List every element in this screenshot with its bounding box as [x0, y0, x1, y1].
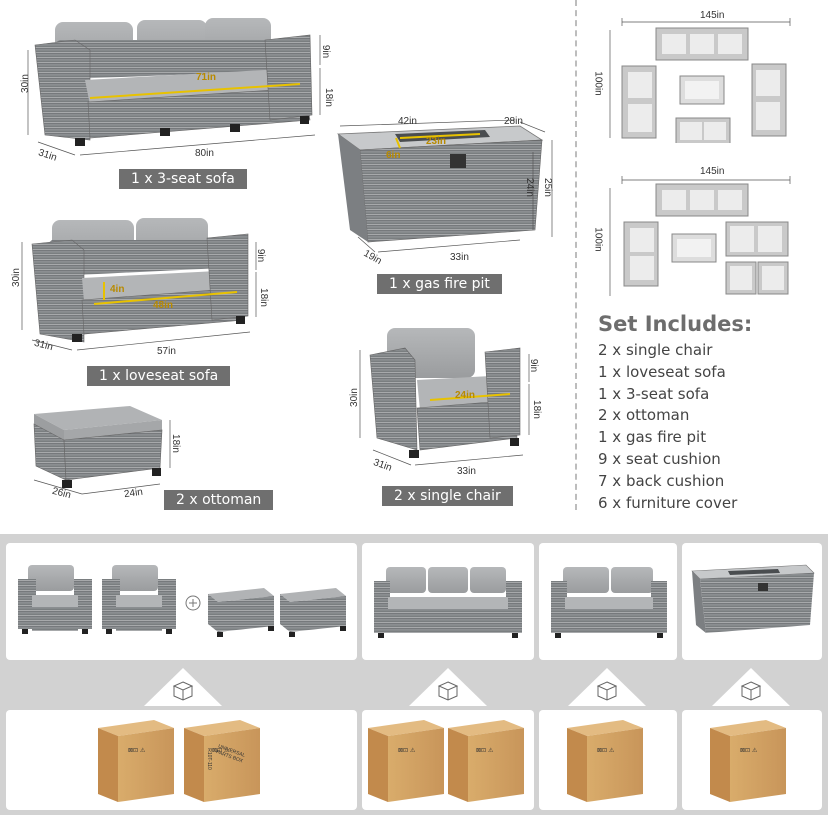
three-seat-sofa-illustration: [27, 18, 321, 156]
single-chair-figure: 30in 31in 33in 24in 9in 18in: [345, 320, 545, 480]
upload-arrow-icon: [562, 666, 652, 710]
fire-pit-body-height-label: 24in: [523, 178, 535, 197]
layout-1-width-label: 145in: [700, 10, 725, 21]
boxes-3-illustration: ⊠⊡ ⚠: [567, 720, 643, 802]
svg-text:⊠⊡ ⚠: ⊠⊡ ⚠: [128, 747, 146, 754]
loveseat-illustration: [21, 218, 257, 351]
upload-arrow-icon: [706, 666, 796, 710]
boxes-1-illustration: ⊠⊡ ⚠ ⊠⊡ ⚠: [98, 720, 260, 802]
set-item: 2 x ottoman: [598, 406, 690, 425]
ottoman-height-label: 18in: [169, 434, 181, 453]
section-divider: [575, 0, 577, 510]
layout-2-height-label: 100in: [592, 227, 604, 252]
loveseat-caption: 1 x loveseat sofa: [87, 366, 231, 386]
ottoman-caption: 2 x ottoman: [164, 490, 274, 510]
chair-arm-height-label: 9in: [528, 358, 540, 373]
set-item: 7 x back cushion: [598, 471, 725, 490]
card-boxes-4: ⊠⊡ ⚠: [682, 710, 822, 810]
upload-arrow-icon: [403, 666, 493, 710]
fire-pit-figure: 42in 28in 23in 6in 24in 25in 33in 19in: [330, 112, 560, 272]
loveseat-height-label: 30in: [10, 268, 22, 287]
layout-diagram-2-svg: [609, 176, 791, 296]
layout-2-width-label: 145in: [700, 166, 725, 177]
loveseat-width-label: 57in: [157, 346, 176, 357]
card-chairs-ottomans: [6, 543, 357, 660]
single-chair-illustration: [359, 328, 530, 466]
fire-pit-width-label: 42in: [398, 116, 417, 127]
svg-text:⊠⊡ ⚠: ⊠⊡ ⚠: [398, 747, 416, 754]
loveseat-cushion-label: 4in: [110, 284, 125, 295]
chair-width-label: 33in: [457, 466, 476, 477]
boxes-4-illustration: ⊠⊡ ⚠: [710, 720, 786, 802]
chairs-ottomans-thumbnail: [18, 565, 346, 637]
sofa-arm-height-label: 9in: [320, 44, 332, 59]
sofa-seat-height-label: 18in: [322, 88, 334, 107]
sofa-width-label: 80in: [195, 148, 214, 159]
loveseat-seat-width-label: 48in: [153, 300, 174, 311]
sofa-seat-width-label: 71in: [196, 72, 217, 83]
loveseat-seat-height-label: 18in: [257, 288, 269, 307]
ottoman-illustration: [33, 406, 171, 495]
svg-text:⊠⊡ ⚠: ⊠⊡ ⚠: [476, 747, 494, 754]
set-item: 2 x single chair: [598, 341, 713, 359]
fire-pit-burner-depth-label: 6in: [386, 150, 401, 161]
svg-text:⊠⊡ ⚠: ⊠⊡ ⚠: [597, 747, 615, 754]
chair-seat-width-label: 24in: [455, 390, 476, 401]
boxes-2-illustration: ⊠⊡ ⚠ ⊠⊡ ⚠: [368, 720, 524, 802]
fire-pit-total-height-label: 25in: [541, 178, 553, 197]
three-seat-sofa-caption: 1 x 3-seat sofa: [119, 169, 247, 189]
card-boxes-2: ⊠⊡ ⚠ ⊠⊡ ⚠: [362, 710, 534, 810]
loveseat-arm-height-label: 9in: [255, 248, 267, 263]
layout-1-height-label: 100in: [592, 71, 604, 96]
fire-pit-illustration: [336, 119, 553, 253]
box-code-label: R10T-110: [205, 748, 212, 770]
layout-diagram-1-svg: [609, 18, 791, 145]
three-seat-sofa-figure: 30in 31in 80in 71in 9in 18in: [20, 10, 340, 180]
set-includes-list: 2 x single chair 1 x loveseat sofa 1 x 3…: [598, 340, 737, 514]
loveseat-figure: 30in 31in 57in 48in 4in 9in 18in: [10, 212, 277, 362]
svg-text:⊠⊡ ⚠: ⊠⊡ ⚠: [212, 747, 230, 754]
svg-text:⊠⊡ ⚠: ⊠⊡ ⚠: [740, 747, 758, 754]
three-seat-sofa-thumbnail: [374, 567, 522, 638]
fire-pit-caption: 1 x gas fire pit: [377, 274, 502, 294]
set-includes-title: Set Includes:: [598, 312, 753, 336]
fire-pit-base-width-label: 33in: [450, 252, 469, 263]
card-three-seat-sofa: [362, 543, 534, 660]
layout-diagram-1: 145in 100in: [593, 8, 800, 145]
card-loveseat: [539, 543, 677, 660]
set-item: 1 x loveseat sofa: [598, 362, 726, 381]
fire-pit-burner-width-label: 23in: [426, 136, 447, 147]
set-item: 1 x 3-seat sofa: [598, 384, 710, 403]
set-item: 1 x gas fire pit: [598, 428, 707, 447]
card-boxes-1: ⊠⊡ ⚠ ⊠⊡ ⚠ R10T-110 UNIVERSAL PARTS BOX: [6, 710, 357, 810]
set-item: 6 x furniture cover: [598, 493, 738, 512]
set-item: 9 x seat cushion: [598, 449, 721, 468]
loveseat-thumbnail: [551, 567, 667, 638]
upload-arrow-icon: [138, 666, 228, 710]
card-fire-pit: [682, 543, 822, 660]
ottoman-figure: 18in 26in 24in: [20, 400, 185, 510]
fire-pit-thumbnail: [691, 564, 815, 633]
card-boxes-3: ⊠⊡ ⚠: [539, 710, 677, 810]
sofa-height-label: 30in: [19, 74, 31, 93]
single-chair-caption: 2 x single chair: [382, 486, 513, 506]
chair-height-label: 30in: [348, 388, 360, 407]
chair-seat-height-label: 18in: [530, 400, 542, 419]
fire-pit-depth-label: 28in: [504, 116, 523, 127]
layout-diagram-2: 145in 100in: [593, 166, 800, 301]
